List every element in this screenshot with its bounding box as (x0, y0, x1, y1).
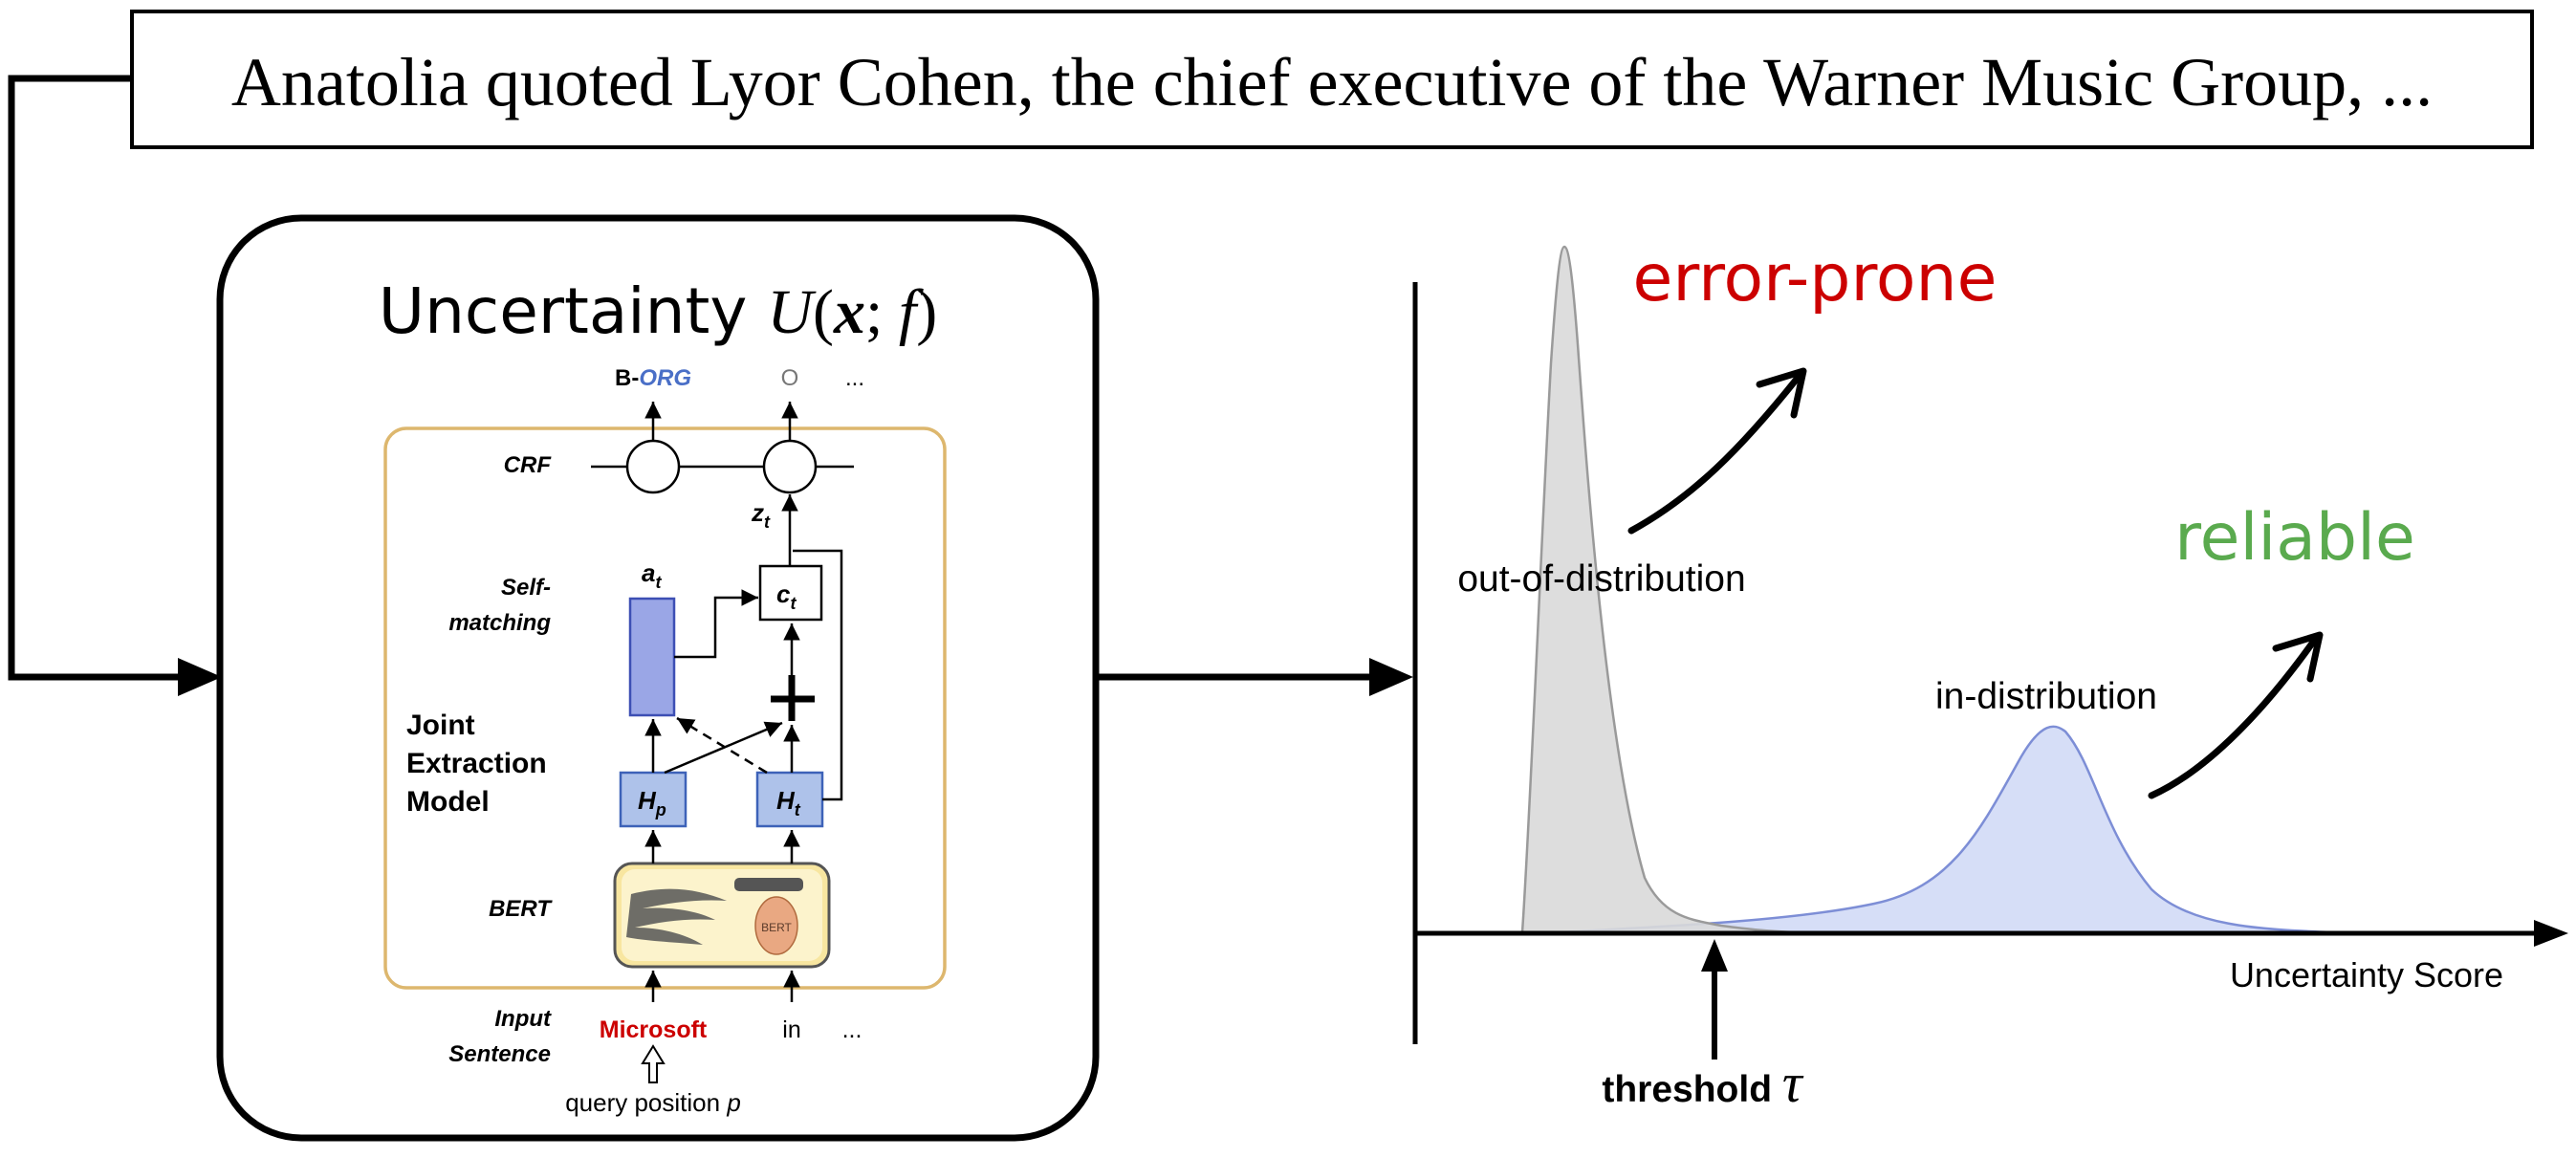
bert-face-graphic (754, 896, 798, 955)
id-label: in-distribution (1935, 676, 2157, 717)
joint-model-panel (383, 426, 947, 990)
reliable-trend-arrow (2148, 631, 2324, 799)
layer-label-crf: CRF (504, 452, 553, 478)
hidden-state-hp-box (619, 771, 688, 828)
attention-to-context-arrow (674, 589, 758, 659)
input-sentence-text: Anatolia quoted Lyor Cohen, the chief ex… (231, 44, 2433, 120)
bert-brow-graphic (734, 878, 803, 891)
crf-node-1 (625, 439, 681, 494)
distribution-plot: Uncertainty Score out-of-distribution in… (1412, 241, 2568, 1114)
ht-to-attention-dashed-arrow (676, 716, 768, 775)
layer-label-self-2: matching (448, 610, 551, 636)
input-sentence-frame (130, 10, 2534, 149)
context-node-box (758, 564, 823, 622)
error-prone-label: error-prone (1633, 241, 1997, 317)
query-position-arrow (641, 1044, 666, 1083)
bert-badge-text: BERT (761, 921, 792, 934)
token-more: ... (842, 1016, 862, 1043)
ht-skip-connection (793, 549, 843, 801)
layer-label-joint-2: Extraction (406, 748, 547, 779)
input-connector-arrow (8, 75, 222, 696)
query-position-label: query position p (565, 1088, 741, 1117)
x-axis-label: Uncertainty Score (2230, 955, 2503, 994)
output-label-more: ... (845, 365, 864, 391)
error-prone-trend-arrow (1627, 367, 1807, 535)
layer-label-joint-1: Joint (406, 710, 475, 741)
crf-node-2 (762, 439, 818, 494)
threshold-label: threshold τ (1602, 1052, 1804, 1114)
bert-block: BERT (613, 862, 831, 969)
ht-label: Ht (776, 786, 801, 819)
layer-label-input-2: Sentence (448, 1041, 551, 1067)
model-box: Uncertainty U(x; f) B-ORG O ... CRF Self… (216, 214, 1100, 1142)
reliable-label: reliable (2174, 500, 2415, 576)
model-title: Uncertainty U(x; f) (379, 274, 937, 348)
attention-vector-block (628, 597, 676, 717)
a-t-label: at (642, 558, 662, 592)
model-to-chart-arrow (1096, 658, 1413, 696)
ood-label: out-of-distribution (1457, 558, 1745, 600)
plus-operator (771, 675, 815, 721)
token-microsoft: Microsoft (600, 1016, 708, 1043)
output-label-o: O (781, 365, 799, 391)
hp-to-plus-arrow (664, 721, 783, 775)
layer-label-bert: BERT (489, 896, 553, 922)
input-sentence-box: Anatolia quoted Lyor Cohen, the chief ex… (130, 10, 2534, 149)
hp-label: Hp (638, 786, 666, 819)
token-in: in (782, 1016, 800, 1043)
bert-flame-graphic (626, 888, 727, 945)
layer-label-self-1: Self- (501, 575, 551, 601)
output-label-borg: B-ORG (615, 365, 691, 391)
c-t-label: ct (776, 579, 797, 613)
in-distribution-area (1558, 725, 2334, 934)
x-axis-arrowhead (2534, 920, 2568, 947)
layer-label-joint-3: Model (406, 786, 490, 818)
hidden-state-ht-box (755, 771, 824, 828)
threshold-arrow (1701, 939, 1728, 1060)
layer-label-input-1: Input (494, 1006, 552, 1032)
out-of-distribution-area (1520, 245, 1799, 934)
z-t-label: zt (751, 498, 771, 532)
